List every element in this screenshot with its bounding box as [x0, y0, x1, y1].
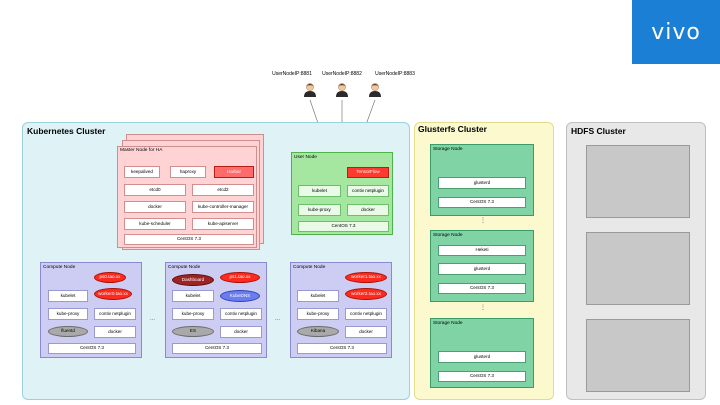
kubernetes-cluster-title: Kubernetes Cluster — [27, 126, 106, 136]
compute3-kubelet-box: kubelet — [297, 290, 339, 302]
compute-node-2-title: Compute Node — [168, 265, 201, 270]
storage2-glusterd-box: glusterd — [438, 263, 526, 275]
harbor-box: Harbor — [214, 166, 254, 178]
logo-text: vivo — [651, 19, 701, 45]
haproxy-box: haproxy — [170, 166, 206, 178]
user-docker-box: docker — [347, 204, 389, 216]
compute2-contiv-box: contiv netplugin — [220, 308, 262, 320]
user-icon — [369, 83, 381, 97]
compute3-contiv-box: contiv netplugin — [345, 308, 387, 320]
user-icon — [304, 83, 316, 97]
compute2-kubelet-box: kubelet — [172, 290, 214, 302]
docker-box: docker — [124, 201, 186, 213]
pod-ps1: ps1.tao.xx — [220, 272, 260, 283]
compute1-kube-proxy-box: kube-proxy — [48, 308, 88, 320]
storage-node-3-title: Storage Node — [433, 321, 463, 326]
storage2-os-box: CentOS 7.3 — [438, 283, 526, 294]
compute1-os-box: CentOS 7.3 — [48, 343, 136, 354]
kube-scheduler-box: kube-scheduler — [124, 218, 186, 230]
compute1-docker-box: docker — [94, 326, 136, 338]
storage-ellipsis-2: ⋮ — [480, 305, 486, 311]
master-node — [117, 146, 257, 248]
compute-node-3-title: Compute Node — [293, 265, 326, 270]
user-kubelet-box: kubelet — [298, 185, 341, 197]
storage1-glusterd-box: glusterd — [438, 177, 526, 189]
user-label-2: UserNodeIP:8882 — [322, 71, 362, 77]
compute1-contiv-box: contiv netplugin — [94, 308, 136, 320]
user-os-box: CentOS 7.3 — [298, 221, 389, 232]
pod-worker0: worker0.tao.xx — [94, 288, 132, 300]
user-label-3: UserNodeIP:8883 — [375, 71, 415, 77]
storage1-os-box: CentOS 7.3 — [438, 197, 526, 208]
kubedns-pod: KubeDNS — [220, 290, 260, 302]
storage3-glusterd-box: glusterd — [438, 351, 526, 363]
tensorflow-box: TensorFlow — [347, 167, 389, 178]
storage-node-1-title: Storage Node — [433, 147, 463, 152]
compute3-os-box: CentOS 7.3 — [297, 343, 387, 354]
user-node-title: User Node — [294, 155, 317, 160]
glusterfs-cluster-title: Glusterfs Cluster — [418, 124, 487, 134]
storage-ellipsis-1: ⋮ — [480, 218, 486, 224]
master-node-title: Master Node for HA — [120, 148, 163, 153]
user-kube-proxy-box: kube-proxy — [298, 204, 341, 216]
vivo-logo: vivo — [632, 0, 720, 64]
compute2-docker-box: docker — [220, 326, 262, 338]
compute2-os-box: CentOS 7.3 — [172, 343, 262, 354]
compute-node-1-title: Compute Node — [43, 265, 76, 270]
hdfs-node-3 — [586, 319, 690, 392]
kibana-pod: Kibana — [297, 326, 339, 337]
compute3-docker-box: docker — [345, 326, 387, 338]
pod-ps0: ps0.tao.xx — [94, 272, 126, 283]
pod-worker2: worker2.tao.xx — [345, 288, 387, 300]
master-os-box: CentOS 7.3 — [124, 234, 254, 245]
pod-worker1: worker1.tao.xx — [345, 272, 387, 283]
hdfs-node-2 — [586, 232, 690, 305]
keepalived-box: keepalived — [124, 166, 160, 178]
es-pod: ES — [172, 326, 214, 337]
etcd2-box: etcd2 — [192, 184, 254, 196]
kube-apiserver-box: kube-apiserver — [192, 218, 254, 230]
user-contiv-box: contiv netplugin — [347, 185, 389, 197]
compute3-kube-proxy-box: kube-proxy — [297, 308, 339, 320]
user-icon — [336, 83, 348, 97]
kube-controller-manager-box: kube-controller-manager — [192, 201, 254, 213]
hdfs-cluster-title: HDFS Cluster — [571, 126, 626, 136]
storage-node-2-title: Storage Node — [433, 233, 463, 238]
compute-ellipsis-2: ... — [275, 316, 281, 322]
etcd0-box: etcd0 — [124, 184, 186, 196]
compute2-kube-proxy-box: kube-proxy — [172, 308, 214, 320]
user-label-1: UserNodeIP:8881 — [272, 71, 312, 77]
compute1-kubelet-box: kubelet — [48, 290, 88, 302]
heketi-box: Heketi — [438, 245, 526, 256]
hdfs-node-1 — [586, 145, 690, 218]
compute-ellipsis-1: ... — [150, 316, 156, 322]
fluentd-pod: fluentd — [48, 326, 88, 337]
dashboard-pod: Dashboard — [172, 274, 214, 286]
storage3-os-box: CentOS 7.3 — [438, 371, 526, 382]
